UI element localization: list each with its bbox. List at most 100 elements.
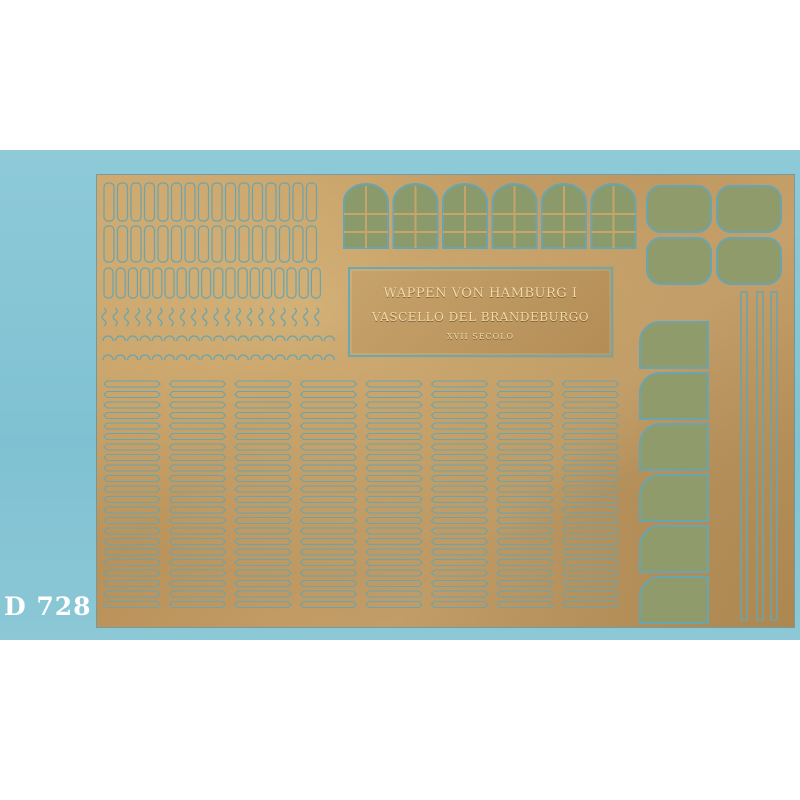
pointed-strip-part bbox=[103, 537, 161, 546]
hinge-part bbox=[134, 307, 141, 327]
gallery-window bbox=[639, 474, 709, 522]
pointed-strip-part bbox=[234, 506, 292, 514]
pointed-strip-part bbox=[168, 579, 227, 588]
hinge-part bbox=[157, 307, 163, 327]
small-tab-part bbox=[262, 267, 273, 299]
pointed-strip-part bbox=[234, 590, 292, 598]
pointed-strip-part bbox=[103, 527, 161, 535]
scalloped-strip bbox=[225, 335, 237, 342]
small-tab-part bbox=[152, 267, 163, 299]
small-tab-part bbox=[188, 267, 199, 299]
pointed-strip-part bbox=[168, 422, 227, 430]
small-tab-part bbox=[265, 225, 277, 263]
small-tab-part bbox=[238, 182, 250, 222]
pointed-strip-part bbox=[561, 474, 620, 483]
pointed-strip-part bbox=[299, 506, 358, 514]
long-strip bbox=[770, 291, 778, 621]
pointed-strip-part bbox=[496, 485, 554, 493]
pointed-strip-part bbox=[496, 600, 554, 609]
pointed-strip-part bbox=[168, 474, 227, 483]
pointed-strip-part bbox=[234, 495, 292, 504]
gallery-window bbox=[639, 321, 709, 369]
pointed-strip-part bbox=[430, 558, 489, 567]
pointed-strip-part bbox=[496, 411, 554, 420]
hinge-part bbox=[302, 307, 309, 327]
pointed-strip-part bbox=[299, 464, 358, 472]
small-tab-part bbox=[170, 225, 183, 263]
pointed-strip-part bbox=[430, 432, 489, 441]
plate-subtitle: VASCELLO DEL BRANDEBURGO bbox=[371, 310, 590, 324]
pointed-strip-part bbox=[365, 537, 423, 546]
long-strip bbox=[740, 291, 748, 621]
pointed-strip-part bbox=[299, 485, 358, 493]
pointed-strip-part bbox=[561, 380, 620, 388]
small-tab-part bbox=[305, 182, 318, 222]
scalloped-strip bbox=[188, 335, 200, 342]
pointed-strip-part bbox=[561, 485, 620, 493]
pointed-strip-part bbox=[103, 495, 161, 504]
pointed-strip-part bbox=[496, 527, 554, 535]
pointed-strip-part bbox=[430, 527, 489, 535]
pointed-strip-part bbox=[299, 390, 358, 399]
pointed-strip-part bbox=[103, 485, 161, 493]
pointed-strip-part bbox=[168, 537, 227, 546]
pointed-strip-part bbox=[234, 537, 292, 546]
pointed-strip-part bbox=[496, 495, 554, 504]
pointed-strip-part bbox=[103, 464, 161, 472]
pointed-strip-part bbox=[299, 443, 358, 451]
hinge-part bbox=[269, 307, 275, 327]
stern-window bbox=[716, 185, 782, 233]
small-tab-part bbox=[127, 267, 138, 299]
pointed-strip-part bbox=[299, 432, 358, 441]
pointed-strip-part bbox=[103, 474, 161, 483]
pointed-strip-part bbox=[365, 432, 423, 441]
pointed-strip-part bbox=[561, 495, 620, 504]
scalloped-strip bbox=[237, 335, 249, 342]
small-tab-part bbox=[164, 267, 175, 299]
small-tab-part bbox=[201, 267, 212, 299]
small-tab-part bbox=[157, 182, 169, 222]
pointed-strip-part bbox=[496, 579, 554, 588]
pointed-strip-part bbox=[496, 422, 554, 430]
pointed-strip-part bbox=[430, 537, 489, 546]
pointed-strip-part bbox=[430, 474, 489, 483]
pointed-strip-part bbox=[299, 495, 358, 504]
pointed-strip-part bbox=[103, 548, 161, 556]
pointed-strip-part bbox=[299, 569, 358, 577]
small-tab-part bbox=[103, 182, 115, 222]
small-tab-part bbox=[184, 182, 196, 222]
scalloped-strip bbox=[200, 335, 213, 342]
scalloped-strip bbox=[102, 354, 114, 361]
small-tab-part bbox=[251, 225, 264, 263]
pointed-strip-part bbox=[168, 495, 227, 504]
pointed-strip-part bbox=[496, 506, 554, 514]
hinge-part bbox=[179, 307, 186, 327]
pointed-strip-part bbox=[168, 558, 227, 567]
small-tab-part bbox=[176, 267, 187, 299]
small-tab-part bbox=[278, 225, 291, 263]
hinge-part bbox=[280, 307, 286, 327]
scalloped-strip bbox=[249, 354, 262, 361]
hinge-part bbox=[112, 307, 118, 327]
pointed-strip-part bbox=[234, 548, 292, 556]
pointed-strip-part bbox=[496, 516, 554, 525]
small-tab-part bbox=[130, 182, 142, 222]
pointed-strip-part bbox=[496, 443, 554, 451]
pointed-strip-part bbox=[168, 432, 227, 441]
pointed-strip-part bbox=[168, 485, 227, 493]
pointed-strip-part bbox=[168, 380, 227, 388]
scalloped-strip bbox=[262, 354, 274, 361]
hinge-part bbox=[202, 307, 208, 327]
scalloped-strip bbox=[163, 335, 176, 342]
scalloped-strip bbox=[299, 354, 311, 361]
pointed-strip-part bbox=[496, 537, 554, 546]
pointed-strip-part bbox=[561, 506, 620, 514]
pointed-strip-part bbox=[365, 411, 423, 420]
product-code-label: D 728 bbox=[4, 592, 92, 621]
hinge-part bbox=[246, 307, 253, 327]
pointed-strip-part bbox=[365, 443, 423, 451]
pointed-strip-part bbox=[234, 579, 292, 588]
pointed-strip-part bbox=[365, 453, 423, 462]
pointed-strip-part bbox=[103, 453, 161, 462]
